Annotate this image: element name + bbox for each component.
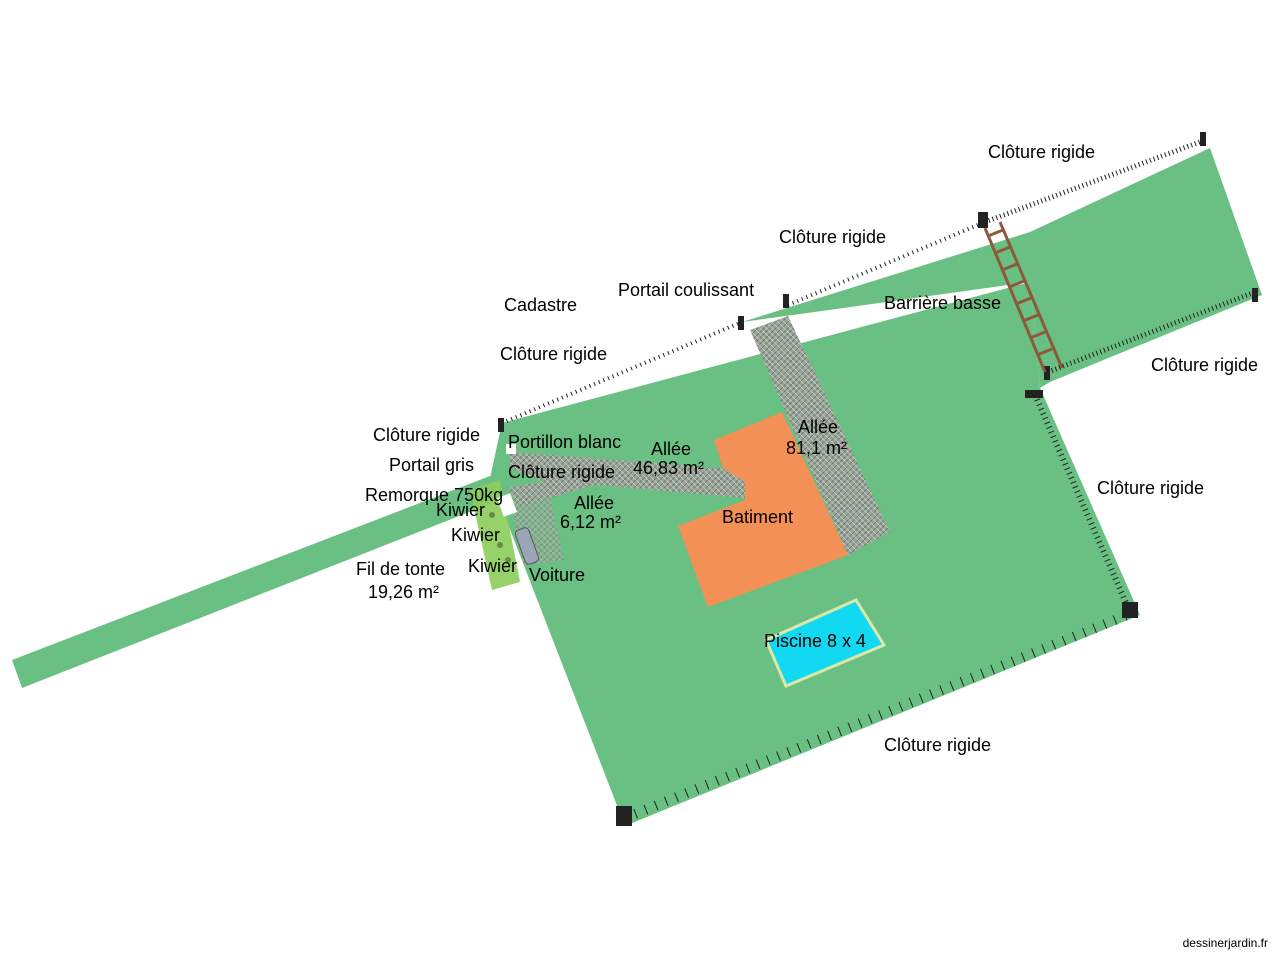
label-portillon-blanc: Portillon blanc [508, 432, 621, 452]
label-allee-2-area: 6,12 m² [560, 512, 621, 532]
fence-posts [498, 132, 1258, 826]
label-fil-de-tonte-area: 19,26 m² [368, 582, 439, 602]
fence-post [1044, 366, 1050, 380]
credit-link[interactable]: dessinerjardin.fr [1182, 936, 1268, 950]
lawn-strip [12, 476, 500, 688]
allee-46-path [510, 452, 745, 498]
fence-post [978, 212, 988, 228]
fence-post [616, 806, 632, 826]
label-portail-gris: Portail gris [389, 455, 474, 475]
label-cloture-right: Clôture rigide [1097, 478, 1204, 498]
remorque-shape [497, 493, 517, 517]
label-kiwier-1: Kiwier [436, 500, 485, 520]
fence-post [498, 418, 504, 432]
voiture-shape [514, 527, 540, 565]
label-cadastre: Cadastre [504, 295, 577, 315]
pool [764, 598, 887, 688]
fence-post [738, 316, 744, 330]
label-cloture-bottom: Clôture rigide [884, 735, 991, 755]
fence-post [1122, 602, 1138, 618]
label-cloture-inner: Clôture rigide [508, 462, 615, 482]
label-allee-2: Allée [574, 493, 614, 513]
label-cloture-left: Clôture rigide [373, 425, 480, 445]
fence-top-mid [787, 220, 986, 307]
label-barriere-basse: Barrière basse [884, 293, 1001, 313]
label-kiwier-2: Kiwier [451, 525, 500, 545]
entrance-items [470, 444, 540, 590]
label-kiwier-3: Kiwier [468, 556, 517, 576]
label-cloture-right-upper: Clôture rigide [1151, 355, 1258, 375]
label-batiment: Batiment [722, 507, 793, 527]
label-fil-de-tonte: Fil de tonte [356, 559, 445, 579]
label-cloture-top-right: Clôture rigide [988, 142, 1095, 162]
kiwier-1-shape [489, 512, 495, 518]
fence-bottom [623, 607, 1137, 823]
fence-post [783, 294, 789, 308]
label-piscine: Piscine 8 x 4 [764, 631, 866, 651]
portillon-shape [506, 444, 516, 454]
labels: Cadastre Portail coulissant Clôture rigi… [356, 142, 1258, 755]
label-allee-3-area: 81,1 m² [786, 438, 847, 458]
fence-post [1200, 132, 1206, 146]
label-cloture-top-mid: Clôture rigide [779, 227, 886, 247]
barriere-basse [983, 221, 1064, 373]
fence-upper-right-low [1047, 289, 1256, 375]
fences [498, 132, 1258, 826]
label-voiture: Voiture [529, 565, 585, 585]
label-cloture-top-left: Clôture rigide [500, 344, 607, 364]
label-allee-3: Allée [798, 417, 838, 437]
label-allee-1-area: 46,83 m² [633, 458, 704, 478]
building [678, 412, 848, 607]
label-remorque: Remorque 750kg [365, 485, 503, 505]
kiwier-2-shape [497, 542, 503, 548]
paths [508, 316, 890, 566]
fence-top-left [501, 320, 743, 425]
label-portail-coulissant: Portail coulissant [618, 280, 754, 300]
fence-post [1252, 288, 1258, 302]
kiwier-3-shape [505, 557, 511, 563]
allee-81-path [750, 316, 890, 555]
label-allee-1: Allée [651, 439, 691, 459]
fence-post [1025, 390, 1043, 398]
